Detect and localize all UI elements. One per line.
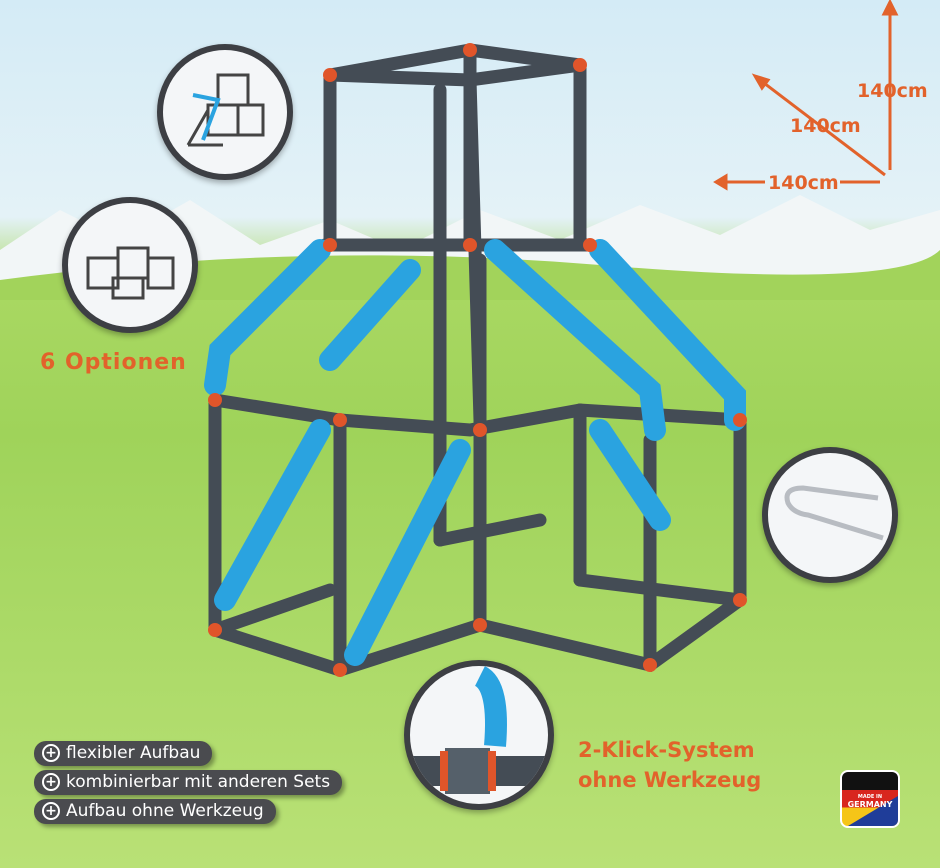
made-in-germany-badge: MADE IN GERMANY — [840, 770, 900, 828]
option-thumbnail-1 — [157, 44, 293, 180]
feature-text: Aufbau ohne Werkzeug — [66, 801, 264, 821]
ground-anchor-thumbnail — [762, 447, 898, 583]
badge-line2: GERMANY — [847, 800, 893, 809]
feature-text: kombinierbar mit anderen Sets — [66, 772, 331, 792]
dimension-width: 140cm — [768, 172, 839, 194]
plus-circle-icon: + — [42, 744, 60, 762]
feature-item: + kombinierbar mit anderen Sets — [34, 770, 343, 795]
options-label: 6 Optionen — [40, 350, 187, 375]
plus-circle-icon: + — [42, 802, 60, 820]
connector-joint-icon — [410, 666, 548, 794]
ground-peg-icon — [784, 485, 884, 541]
frame-option-icon — [86, 246, 175, 300]
option-thumbnail-2 — [62, 197, 198, 333]
click-system-title: 2-Klick-System ohne Werkzeug — [578, 735, 761, 795]
feature-text: flexibler Aufbau — [66, 743, 201, 763]
feature-item: + flexibler Aufbau — [34, 741, 213, 766]
dimension-height: 140cm — [857, 80, 928, 102]
dimension-depth: 140cm — [790, 115, 861, 137]
plus-circle-icon: + — [42, 773, 60, 791]
feature-item: + Aufbau ohne Werkzeug — [34, 799, 276, 824]
frame-option-icon — [186, 73, 265, 147]
click-system-thumbnail — [404, 660, 554, 810]
dimension-arrows-icon — [713, 0, 899, 191]
badge-line1: MADE IN — [857, 794, 883, 800]
click-system-line1: 2-Klick-System — [578, 738, 755, 762]
click-system-line2: ohne Werkzeug — [578, 768, 762, 792]
